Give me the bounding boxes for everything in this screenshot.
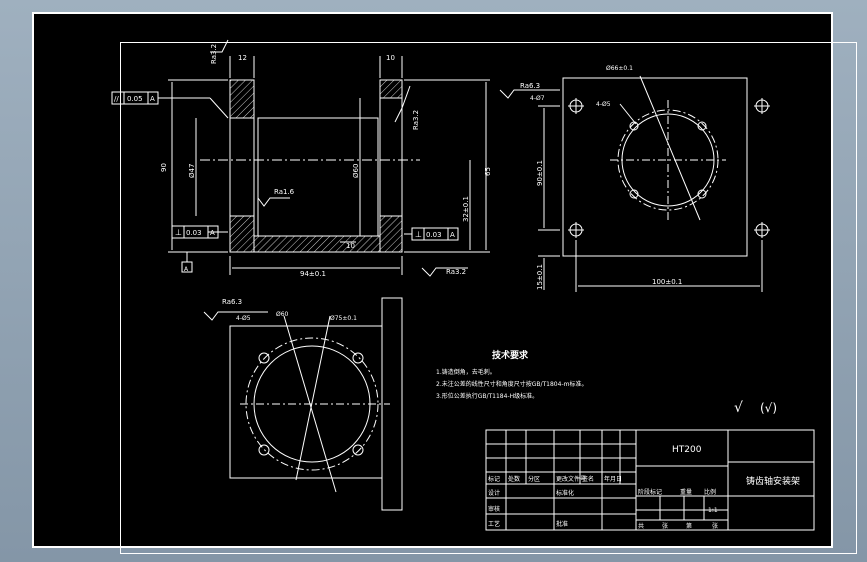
dim-left-wall: 12 xyxy=(238,54,247,62)
roughness-paren: (√) xyxy=(760,401,777,415)
perp-right-datum: A xyxy=(450,231,455,239)
side-hole-callout: 4-Ø7 xyxy=(530,95,545,102)
scale-header: 比例 xyxy=(704,488,716,496)
perp-left-datum: A xyxy=(210,229,215,237)
header-mark: 标记 xyxy=(488,475,500,483)
dim-bore-right: Ø60 xyxy=(352,164,360,178)
row-std: 标准化 xyxy=(556,489,574,497)
side-view xyxy=(499,75,770,292)
side-dim-bottom-offset: 15±0.1 xyxy=(536,264,544,290)
bottom-roughness: Ra6.3 xyxy=(222,298,242,306)
roughness-top-right: Ra3.2 xyxy=(412,110,420,130)
drawing-frame xyxy=(32,12,857,554)
material: HT200 xyxy=(672,445,702,455)
row-approve: 批准 xyxy=(556,520,568,528)
row-process: 工艺 xyxy=(488,520,500,528)
dim-bore-left: Ø47 xyxy=(188,164,196,178)
sheet-num: 第 xyxy=(686,522,692,530)
drawing-border xyxy=(120,42,857,554)
note-3: 3.形位公差执行GB/T1184-H级标准。 xyxy=(436,392,538,400)
dim-base-thickness: 10 xyxy=(346,242,355,250)
header-count: 处数 xyxy=(508,475,520,483)
side-view-labels: Ra6.3 4-Ø7 4-Ø5 Ø66±0.1 90±0.1 15±0.1 10… xyxy=(520,65,682,290)
front-view xyxy=(158,39,490,277)
perp-frame-left: ⊥ 0.03 A xyxy=(171,225,219,239)
dim-height-left: 90 xyxy=(160,163,168,172)
base-hatch xyxy=(253,235,381,253)
side-plate-outline xyxy=(562,77,748,257)
side-dim-vertical: 90±0.1 xyxy=(536,160,544,186)
dim-right-wall: 10 xyxy=(386,54,395,62)
roughness-bottom: Ra3.2 xyxy=(446,268,466,276)
row-check: 审核 xyxy=(488,505,500,513)
perp-frame-right: ⊥ 0.03 A xyxy=(411,227,459,241)
sheet-total: 共 xyxy=(638,522,644,530)
row-design: 设计 xyxy=(488,489,500,497)
technical-notes: 技术要求 1.铸造倒角，去毛刺。 2.未注公差的线性尺寸和角度尺寸按GB/T18… xyxy=(436,349,587,400)
title-block xyxy=(485,429,815,531)
bottom-hole-callout: 4-Ø5 xyxy=(236,315,251,322)
perp-right-value: 0.03 xyxy=(426,231,442,239)
parallelism-value: 0.05 xyxy=(127,95,143,103)
perp-symbol-left: ⊥ xyxy=(175,228,182,237)
bottom-pcd-callout: Ø75±0.1 xyxy=(330,315,357,322)
part-name: 铸齿轴安装架 xyxy=(746,475,800,487)
sheet-num-unit: 张 xyxy=(712,522,718,530)
dim-height-right: 65 xyxy=(484,167,492,176)
side-roughness: Ra6.3 xyxy=(520,82,540,90)
perp-symbol-right: ⊥ xyxy=(415,230,422,239)
bottom-view-flange xyxy=(381,297,403,511)
notes-title: 技术要求 xyxy=(492,349,529,361)
header-date: 年月日 xyxy=(604,475,622,483)
title-block-text: HT200 铸齿轴安装架 1:1 标记 处数 分区 更改文件号 签名 年月日 设… xyxy=(488,445,800,530)
side-small-hole-callout: 4-Ø5 xyxy=(596,101,611,108)
side-pcd-callout: Ø66±0.1 xyxy=(606,65,633,72)
parallelism-datum: A xyxy=(150,95,155,103)
roughness-mark: √ xyxy=(734,400,743,416)
roughness-top-left: Ra3.2 xyxy=(210,44,218,64)
bottom-view-labels: Ra6.3 4-Ø5 Ø60 Ø75±0.1 xyxy=(222,298,357,322)
dim-width: 94±0.1 xyxy=(300,270,326,278)
side-dim-width: 100±0.1 xyxy=(652,278,682,286)
stage-header: 阶段标记 xyxy=(638,488,662,496)
general-roughness: √ (√) xyxy=(734,400,777,416)
header-zone: 分区 xyxy=(528,475,540,483)
sheet-total-unit: 张 xyxy=(662,522,668,530)
note-1: 1.铸造倒角，去毛刺。 xyxy=(436,368,496,376)
perp-left-value: 0.03 xyxy=(186,229,202,237)
bottom-bore-callout: Ø60 xyxy=(276,311,289,318)
dim-offset-right: 32±0.1 xyxy=(462,196,470,222)
note-2: 2.未注公差的线性尺寸和角度尺寸按GB/T1804-m标准。 xyxy=(436,380,587,388)
roughness-inner: Ra1.6 xyxy=(274,188,295,196)
front-view-labels: 12 10 Ra3.2 Ra3.2 Ra1.6 Ra3.2 90 Ø47 Ø60… xyxy=(160,44,492,278)
weight-header: 重量 xyxy=(680,488,692,496)
datum-a: A xyxy=(184,266,189,273)
header-change-doc: 更改文件号 xyxy=(556,475,586,483)
bottom-view xyxy=(203,297,403,511)
parallelism-symbol: // xyxy=(114,95,119,103)
scale: 1:1 xyxy=(708,507,718,514)
parallelism-frame: // 0.05 A xyxy=(111,91,159,105)
header-sign: 签名 xyxy=(582,475,594,483)
